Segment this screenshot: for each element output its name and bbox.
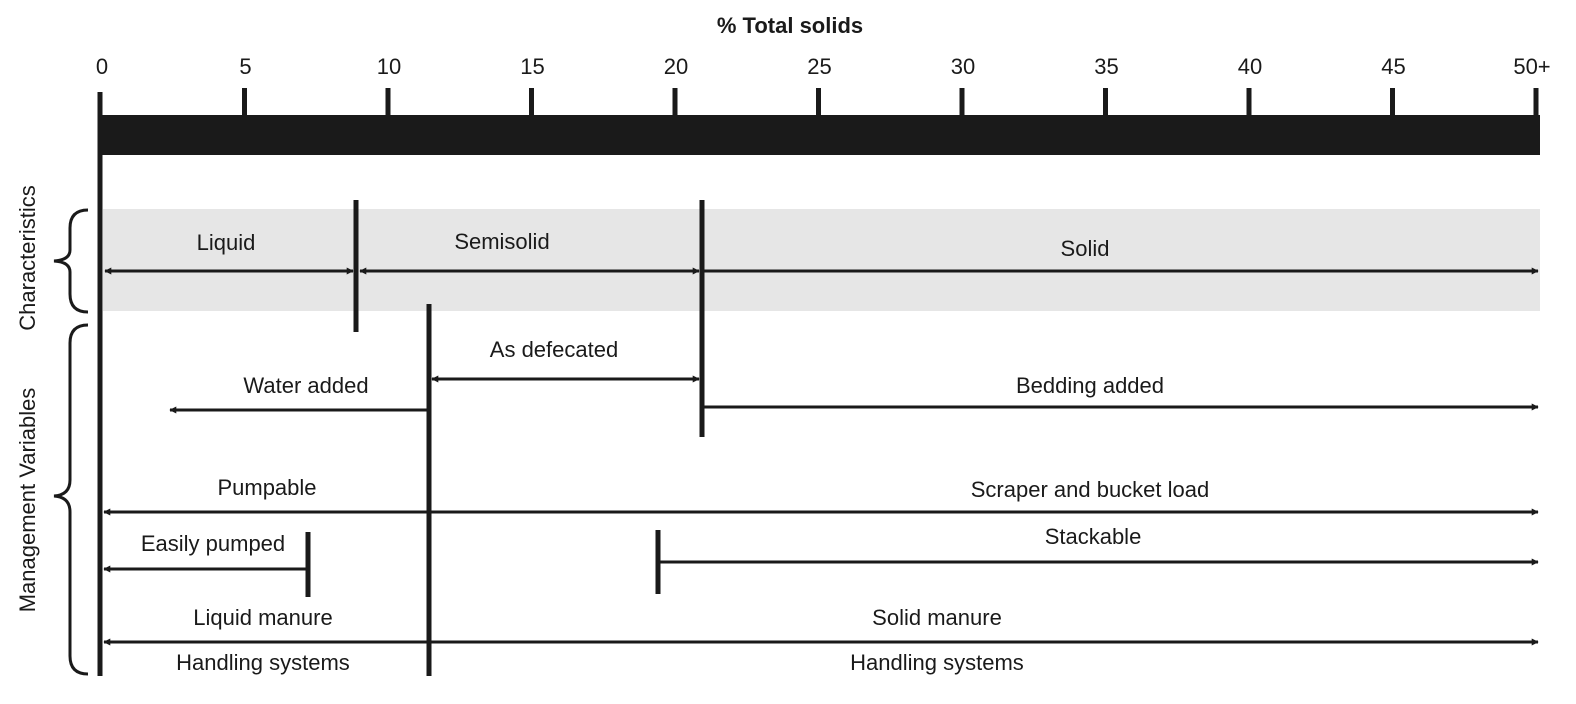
scraper-label: Scraper and bucket load bbox=[971, 477, 1210, 502]
as-defecated-label: As defecated bbox=[490, 337, 618, 362]
pumpable-label: Pumpable bbox=[217, 475, 316, 500]
scale-title: % Total solids bbox=[717, 13, 863, 38]
tick-label-20: 20 bbox=[664, 54, 688, 79]
liquid-label: Liquid bbox=[197, 230, 256, 255]
easily-pumped-label: Easily pumped bbox=[141, 531, 285, 556]
characteristics-brace bbox=[53, 208, 89, 314]
characteristics-band bbox=[103, 209, 1540, 311]
tick-marks bbox=[242, 88, 1539, 118]
scale-bar bbox=[100, 115, 1540, 155]
stackable-label: Stackable bbox=[1045, 524, 1142, 549]
tick-label-40: 40 bbox=[1238, 54, 1262, 79]
management-brace bbox=[53, 323, 89, 676]
solid-manure-label: Solid manure bbox=[872, 605, 1002, 630]
characteristics-label: Characteristics bbox=[15, 185, 40, 330]
handling-systems-left-label: Handling systems bbox=[176, 650, 350, 675]
tick-label-35: 35 bbox=[1094, 54, 1118, 79]
tick-label-0: 0 bbox=[96, 54, 108, 79]
liquid-manure-label: Liquid manure bbox=[193, 605, 332, 630]
tick-label-50: 50+ bbox=[1513, 54, 1550, 79]
solid-label: Solid bbox=[1061, 236, 1110, 261]
tick-label-10: 10 bbox=[377, 54, 401, 79]
tick-label-25: 25 bbox=[807, 54, 831, 79]
tick-label-30: 30 bbox=[951, 54, 975, 79]
tick-label-15: 15 bbox=[520, 54, 544, 79]
semisolid-label: Semisolid bbox=[454, 229, 549, 254]
tick-label-5: 5 bbox=[239, 54, 251, 79]
tick-label-45: 45 bbox=[1381, 54, 1405, 79]
water-added-label: Water added bbox=[243, 373, 368, 398]
management-label: Management Variables bbox=[15, 388, 40, 613]
tick-labels: 0 5 10 15 20 25 30 35 40 45 50+ bbox=[96, 54, 1551, 79]
bedding-added-label: Bedding added bbox=[1016, 373, 1164, 398]
handling-systems-right-label: Handling systems bbox=[850, 650, 1024, 675]
